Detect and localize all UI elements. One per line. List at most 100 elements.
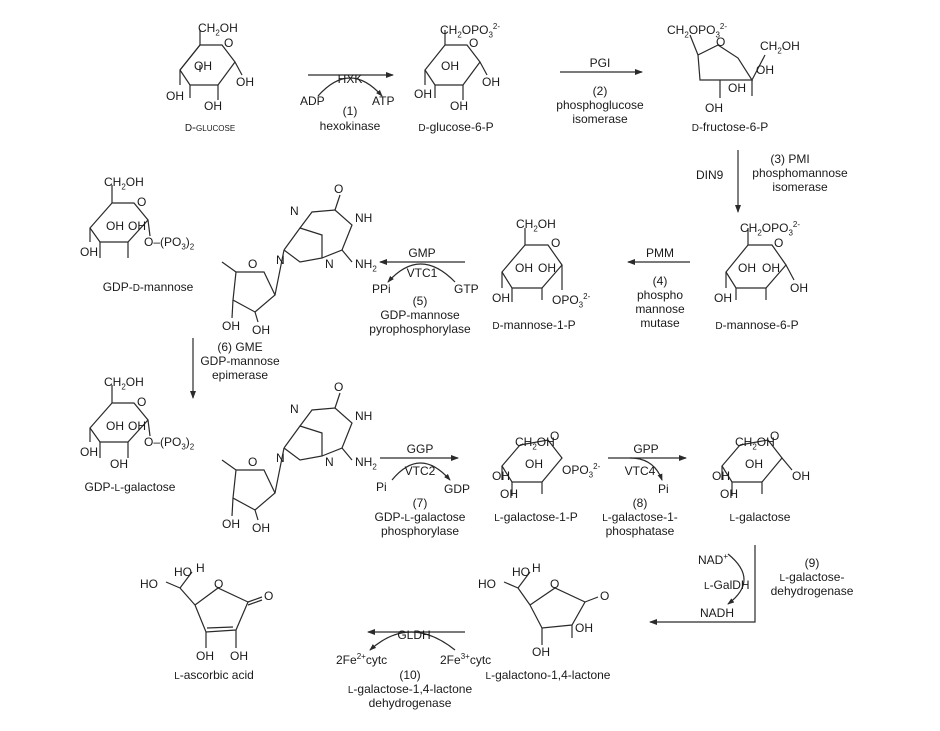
atom-ch2opo3: CH2OPO32- [740, 220, 801, 238]
atom-o: O [716, 35, 726, 49]
step-number-9: (9) [804, 556, 820, 570]
atom-n: N [290, 402, 299, 416]
enzyme-gdp-l-galactose-phosphorylase-line2: phosphorylase [380, 524, 460, 538]
atom-oh: OH [450, 99, 468, 113]
atom-h: H [196, 561, 205, 575]
atom-oh: OH [575, 621, 593, 635]
atom-oh: OH [222, 319, 240, 333]
gdp-l-galactose-structure [89, 385, 353, 521]
enzyme-abbr-pgi: PGI [589, 56, 611, 70]
atom-ch2oh: CH2OH [104, 175, 144, 192]
d-glucose-6p-structure [424, 30, 488, 100]
enzyme-abbr-l-galdh: L-GalDH [704, 578, 750, 592]
compound-l-galactose: L-galactose [729, 510, 791, 524]
step-number-10: (10) [399, 668, 421, 682]
compound-l-galactono-lactone: L-galactono-1,4-lactone [485, 668, 611, 682]
cofactor-nad: NAD+ [698, 552, 729, 567]
cofactor-gtp: GTP [454, 282, 479, 296]
enzyme-l-galactose-dehydrogenase-line1: L-galactose- [779, 570, 845, 584]
step-number-5: (5) [412, 294, 428, 308]
atom-oh: OH [236, 75, 254, 89]
atom-oh: OH [538, 261, 556, 275]
gene-vtc4: VTC4 [624, 464, 656, 478]
atom-n: N [276, 451, 285, 465]
atom-ch2oh: CH2OH [198, 21, 238, 38]
atom-o: O [774, 236, 784, 250]
atom-oh: OH [762, 261, 780, 275]
arrow-step-9-cofactor [727, 553, 745, 605]
compound-l-ascorbic-acid: L-ascorbic acid [174, 668, 254, 682]
atom-opo3: OPO32- [562, 462, 601, 480]
atom-oh: OH [166, 89, 184, 103]
atom-ch2oh: CH2OH [516, 217, 556, 234]
enzyme-l-galactonolactone-dehydrogenase-line1: L-galactose-1,4-lactone [347, 682, 473, 696]
l-galactono-lactone-structure [503, 571, 599, 645]
atom-o: O [137, 195, 147, 209]
atom-nh: NH [355, 211, 373, 225]
atom-oh: OH [106, 419, 124, 433]
enzyme-abbr-gpp: GPP [633, 442, 659, 456]
step-number-1: (1) [342, 104, 358, 118]
enzyme-phosphomannose-mutase: phospho mannose mutase [635, 288, 685, 330]
atom-oh: OH [128, 219, 146, 233]
atom-o: O [334, 182, 344, 196]
gene-vtc1: VTC1 [406, 266, 438, 280]
gene-din9: DIN9 [696, 168, 724, 182]
atom-oh: OH [252, 521, 270, 535]
l-galactose-1p-structure [501, 439, 563, 496]
atom-oh: OH [252, 323, 270, 337]
l-ascorbic-acid-structure [165, 571, 263, 648]
enzyme-gdp-mannose-epimerase: GDP-mannose epimerase [200, 354, 280, 382]
d-fructose-6p-structure [689, 34, 766, 98]
atom-oh: OH [196, 649, 214, 663]
atom-oh: OH [492, 291, 510, 305]
atom-o: O [334, 380, 344, 394]
enzyme-abbr-ggp: GGP [406, 442, 434, 456]
atom-oh: OH [792, 469, 810, 483]
step-number-4: (4) [652, 274, 668, 288]
atom-nh: NH [355, 409, 373, 423]
compound-gdp-l-galactose: GDP-L-galactose [84, 480, 176, 494]
atom-n: N [276, 253, 285, 267]
atom-o: O [224, 36, 234, 50]
atom-ch2opo3: CH2OPO32- [440, 22, 501, 40]
enzyme-l-galactose-1-phosphatase-line2: phosphatase [605, 524, 675, 538]
atom-ho: HO [174, 565, 192, 579]
atom-o: O [469, 36, 479, 50]
enzyme-abbr-gmp: GMP [408, 246, 436, 260]
d-mannose-1p-structure [501, 228, 563, 302]
cofactor-2fe2-cytc: 2Fe2+cytc [336, 652, 388, 667]
gdp-d-mannose-structure [89, 185, 353, 323]
enzyme-l-galactose-1-phosphatase-line1: L-galactose-1- [602, 510, 678, 524]
atom-oh: OH [745, 457, 763, 471]
atom-po3-2: O–(PO3)2 [144, 235, 195, 252]
cofactor-gdp: GDP [444, 482, 471, 496]
enzyme-abbr-pmm: PMM [646, 246, 674, 260]
cofactor-2fe3-cytc: 2Fe3+cytc [440, 652, 492, 667]
atom-ch2oh: CH2OH [760, 39, 800, 56]
atom-ch2oh: CH2OH [515, 435, 555, 452]
atom-h: H [532, 561, 541, 575]
atom-oh: OH [738, 261, 756, 275]
atom-o: O [214, 577, 224, 591]
atom-oh: OH [500, 487, 518, 501]
atom-po3-2: O–(PO3)2 [144, 435, 195, 452]
atom-n: N [325, 257, 334, 271]
atom-ho: HO [478, 577, 496, 591]
atom-oh: OH [106, 219, 124, 233]
arrow-step-8-cofactor [629, 457, 663, 481]
atom-oh: OH [515, 261, 533, 275]
atom-o: O [770, 429, 780, 443]
step-number-7: (7) [412, 496, 428, 510]
enzyme-abbr-gldh: GLDH [397, 628, 431, 642]
atom-oh: OH [110, 457, 128, 471]
enzyme-phosphoglucose-isomerase: phosphoglucose isomerase [556, 98, 644, 126]
arrow-step-5-cofactor [387, 263, 456, 283]
atom-oh: OH [525, 457, 543, 471]
compound-gdp-d-mannose: GDP-D-mannose [102, 280, 194, 294]
arrow-step-10-cofactor [369, 631, 456, 651]
compound-d-glucose: D-glucose [184, 120, 236, 134]
compound-d-mannose-1p: D-mannose-1-P [492, 318, 576, 332]
atom-o: O [550, 429, 560, 443]
